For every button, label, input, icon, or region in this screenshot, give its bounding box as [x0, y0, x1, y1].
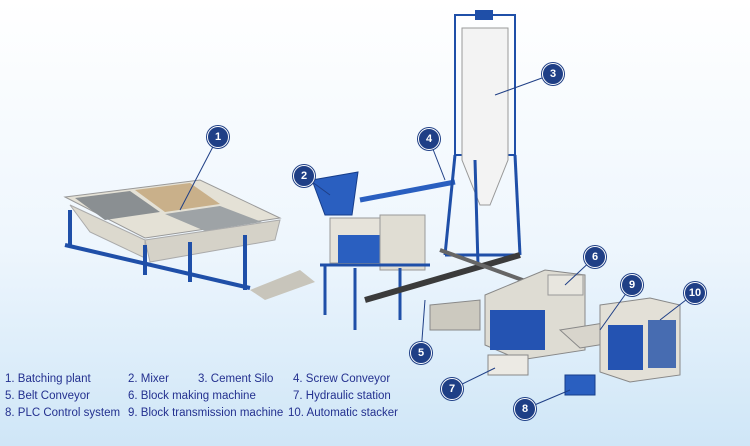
legend-item: 10. Automatic stacker — [288, 407, 398, 419]
legend-item: 1. Batching plant — [5, 373, 91, 385]
marker-2: 2 — [293, 165, 315, 187]
marker-3: 3 — [542, 63, 564, 85]
legend-item: 6. Block making machine — [128, 390, 256, 402]
mixer — [311, 171, 456, 330]
marker-4: 4 — [418, 128, 440, 150]
batching-plant — [63, 179, 315, 300]
marker-10: 10 — [684, 282, 706, 304]
block-making-machine — [429, 269, 586, 361]
legend-item: 8. PLC Control system — [5, 407, 121, 419]
marker-6: 6 — [584, 246, 606, 268]
hydraulic-station — [487, 354, 529, 376]
marker-1: 1 — [207, 126, 229, 148]
marker-9: 9 — [621, 274, 643, 296]
legend-item: 9. Block transmission machine — [128, 407, 284, 419]
plc-control-cabinet — [564, 374, 596, 396]
legend-item: 3. Cement Silo — [198, 373, 274, 385]
legend-item: 2. Mixer — [128, 373, 169, 385]
cement-silo — [443, 10, 522, 266]
marker-8: 8 — [514, 398, 536, 420]
legend-item: 7. Hydraulic station — [293, 390, 391, 402]
legend-item: 4. Screw Conveyor — [293, 373, 391, 385]
legend-item: 5. Belt Conveyor — [5, 390, 91, 402]
automatic-stacker — [599, 297, 681, 383]
belt-conveyor — [364, 252, 521, 303]
marker-7: 7 — [441, 378, 463, 400]
marker-5: 5 — [410, 342, 432, 364]
